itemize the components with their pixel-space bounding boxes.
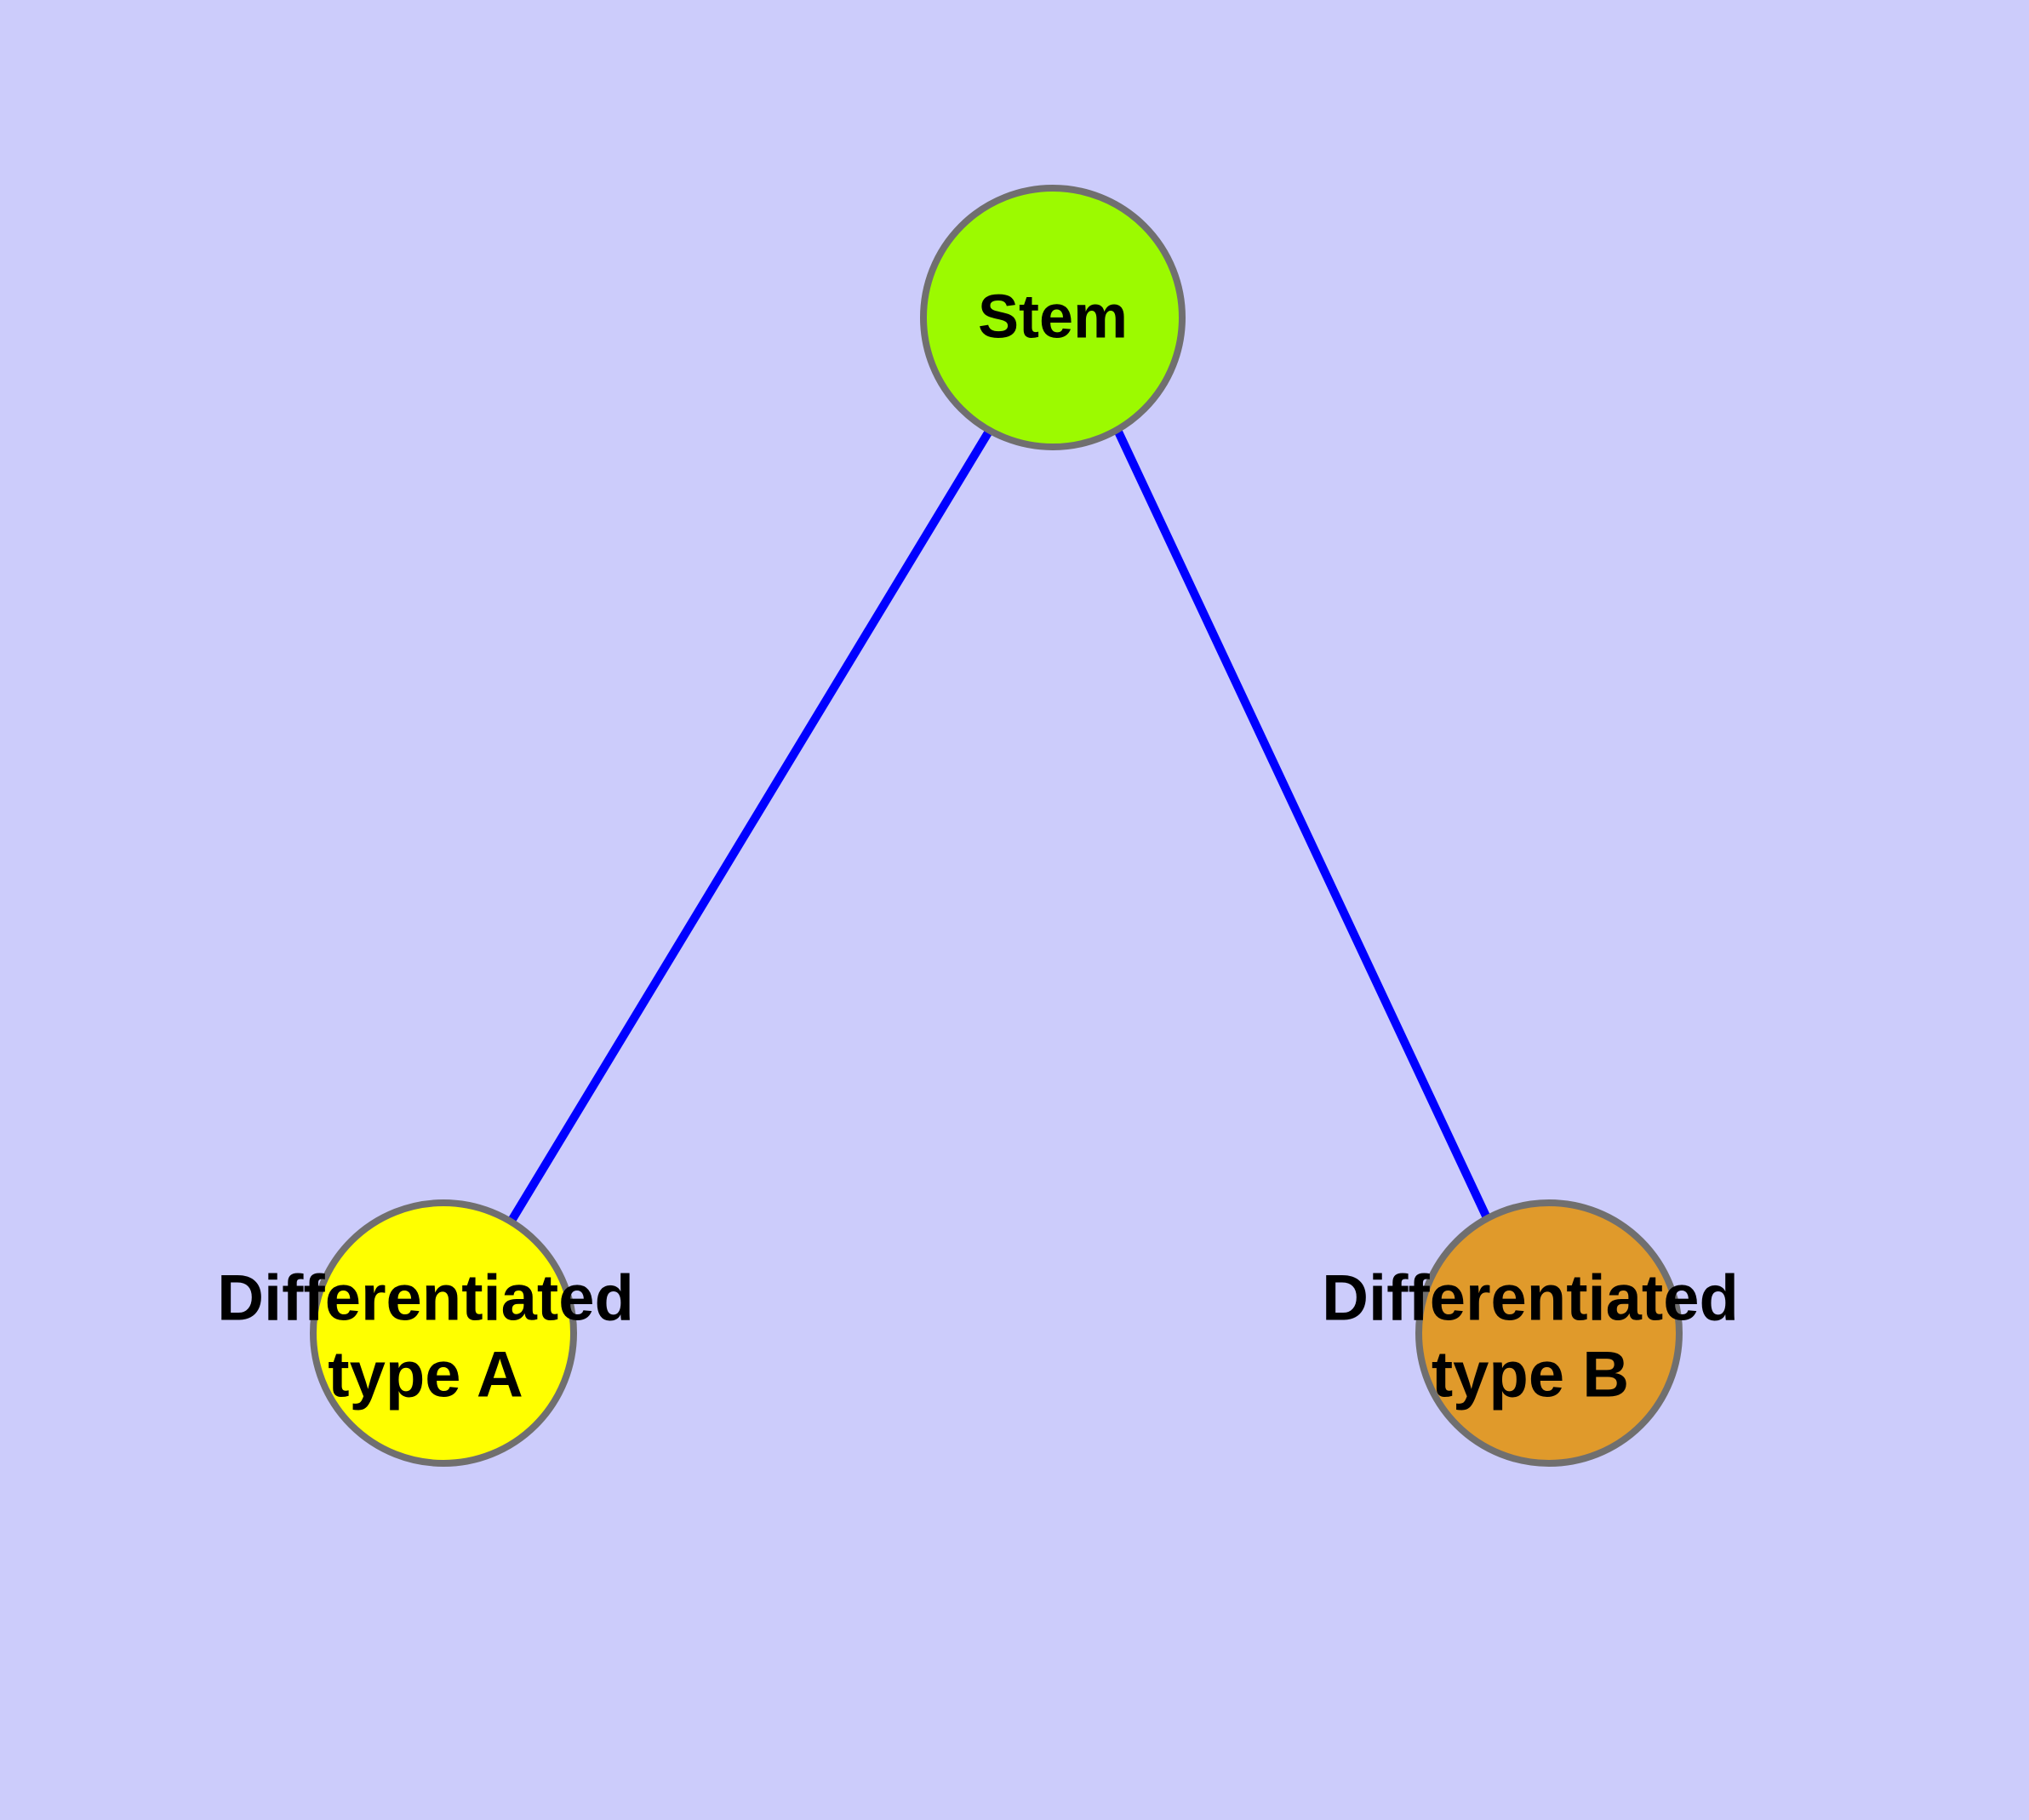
node-differentiated-type-b[interactable] bbox=[1415, 1199, 1683, 1467]
edge-stem-to-differentiated-type-b bbox=[1113, 427, 1494, 1226]
edge-stem-to-differentiated-type-a bbox=[507, 427, 994, 1223]
node-differentiated-type-a[interactable] bbox=[310, 1199, 577, 1467]
node-stem[interactable] bbox=[920, 185, 1186, 450]
